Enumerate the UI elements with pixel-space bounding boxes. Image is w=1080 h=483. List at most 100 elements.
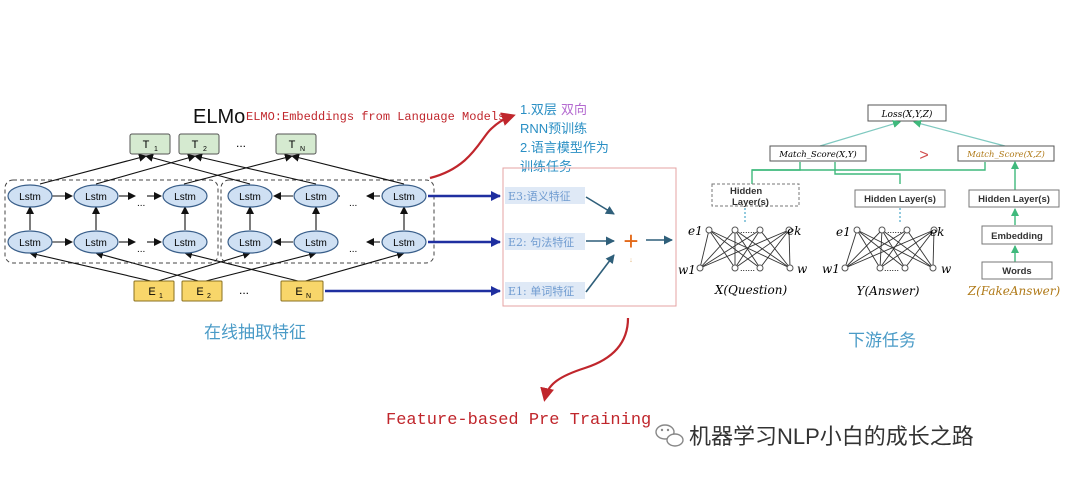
svg-text:Lstm: Lstm [393, 238, 415, 249]
feature-panel [502, 167, 677, 307]
notes-curved-arrow [429, 112, 516, 180]
svg-text:E: E [148, 286, 155, 298]
hidden-layer-x-box [711, 183, 800, 207]
lstm-node: Lstm [293, 184, 339, 208]
elmo-connections [26, 153, 408, 283]
y-e1: e1 [836, 225, 851, 239]
match-score-xy-box [769, 145, 867, 162]
x-ek: ek [787, 224, 801, 238]
match-score-xy: Match_Score(X,Y) [778, 149, 856, 160]
hidden-layer-x-2: Layer(s) [732, 197, 769, 208]
t2-label: T [192, 139, 199, 151]
x-e1: e1 [688, 224, 703, 238]
loss-connections [819, 119, 1006, 147]
y-network [841, 226, 938, 272]
lstm-node: Lstm [381, 184, 427, 208]
svg-text:1: 1 [159, 293, 163, 300]
z-fakeanswer-label: Z(FakeAnswer) [967, 284, 1061, 298]
svg-text:Lstm: Lstm [174, 192, 196, 203]
output-token-t2: T 2 [178, 133, 220, 155]
lstm-node: Lstm [162, 184, 208, 208]
note-line4: 训练任务 [520, 159, 572, 174]
feature-e3-bg [505, 187, 585, 204]
x-network [696, 226, 794, 272]
note-line1-b: 双向 [561, 102, 587, 117]
svg-text:E: E [295, 286, 302, 298]
plus-sign: + [623, 226, 638, 256]
inputs-ellipsis: ... [239, 283, 249, 297]
embedding-box [981, 225, 1053, 245]
svg-text:Lstm: Lstm [393, 192, 415, 203]
hidden-layer-z: Hidden Layer(s) [978, 194, 1050, 205]
svg-text:Lstm: Lstm [85, 192, 107, 203]
svg-text:Lstm: Lstm [85, 238, 107, 249]
hidden-layer-z-box [968, 189, 1060, 208]
x-dots-top: ...... [740, 225, 755, 235]
hidden-layer-y: Hidden Layer(s) [864, 194, 936, 205]
loss-box [867, 104, 947, 122]
lstm-ellipsis-4: ... [349, 244, 357, 255]
hidden-inputs [744, 208, 901, 222]
elmo-subtitle: ELMO:Embeddings from Language Models [246, 110, 505, 124]
downstream-caption: 下游任务 [848, 331, 916, 350]
watermark-text: 机器学习NLP小白的成长之路 [689, 424, 974, 449]
lstm-node: Lstm [293, 230, 339, 254]
loss-label: Loss(X,Y,Z) [881, 109, 933, 120]
t2-sub: 2 [203, 146, 207, 153]
match-score-xz: Match_Score(X,Z) [966, 149, 1045, 160]
feature-e2: E2: 句法特征 [508, 235, 574, 249]
feature-e1: E1: 单词特征 [508, 284, 574, 298]
match-score-xz-box [957, 145, 1055, 162]
t1-label: T [143, 139, 150, 151]
words-box [981, 261, 1053, 280]
lstm-node: Lstm [381, 230, 427, 254]
hidden-layer-y-box [854, 189, 946, 208]
svg-text:Lstm: Lstm [174, 238, 196, 249]
lstm-node: Lstm [73, 184, 119, 208]
svg-text:Lstm: Lstm [305, 238, 327, 249]
lstm-ellipsis-1: ... [137, 198, 145, 209]
greater-than: > [919, 147, 928, 164]
svg-text:E: E [196, 286, 203, 298]
svg-text:N: N [306, 293, 311, 300]
wechat-icon [655, 424, 684, 447]
y-w1: w1 [822, 262, 840, 276]
y-ek: ek [930, 225, 944, 239]
note-line1-a: 1.双层 [520, 102, 557, 117]
svg-text:Lstm: Lstm [19, 192, 41, 203]
note-line2: RNN预训练 [520, 121, 587, 136]
svg-text:Lstm: Lstm [239, 238, 261, 249]
x-w1: w1 [678, 263, 696, 277]
elmo-title: ELMo [193, 106, 245, 128]
svg-text:Lstm: Lstm [305, 192, 327, 203]
tn-label: T [289, 139, 296, 151]
feature-arrows [325, 191, 501, 296]
feature-based-label: Feature-based Pre Training [386, 411, 651, 430]
feature-e3: E3:语义特征 [508, 189, 571, 203]
svg-text:Lstm: Lstm [19, 238, 41, 249]
x-question-label: X(Question) [714, 283, 788, 297]
lstm-node: Lstm [227, 184, 273, 208]
feature-e1-bg [505, 282, 585, 299]
lstm-node: Lstm [162, 230, 208, 254]
embedding-label: Embedding [991, 231, 1043, 242]
lstm-node: Lstm [7, 184, 53, 208]
feature-based-arrow [540, 317, 630, 402]
combine-arrows [585, 196, 673, 293]
x-w: w [797, 262, 808, 276]
input-token-e2: E 2 [181, 280, 223, 302]
svg-text:2: 2 [207, 293, 211, 300]
tn-sub: N [300, 146, 305, 153]
backward-lm-box [220, 179, 435, 264]
hidden-layer-x: Hidden [730, 186, 762, 197]
input-token-e1: E 1 [133, 280, 175, 302]
lstm-node: Lstm [227, 230, 273, 254]
t1-sub: 1 [154, 146, 158, 153]
note-line3: 2.语言模型作为 [520, 140, 609, 155]
x-dots-bottom: ...... [740, 263, 755, 273]
lstm-ellipsis-2: ... [137, 244, 145, 255]
lstm-node: Lstm [7, 230, 53, 254]
small-mark: ↓ [629, 257, 633, 264]
lstm-ellipsis-3: ... [349, 198, 357, 209]
